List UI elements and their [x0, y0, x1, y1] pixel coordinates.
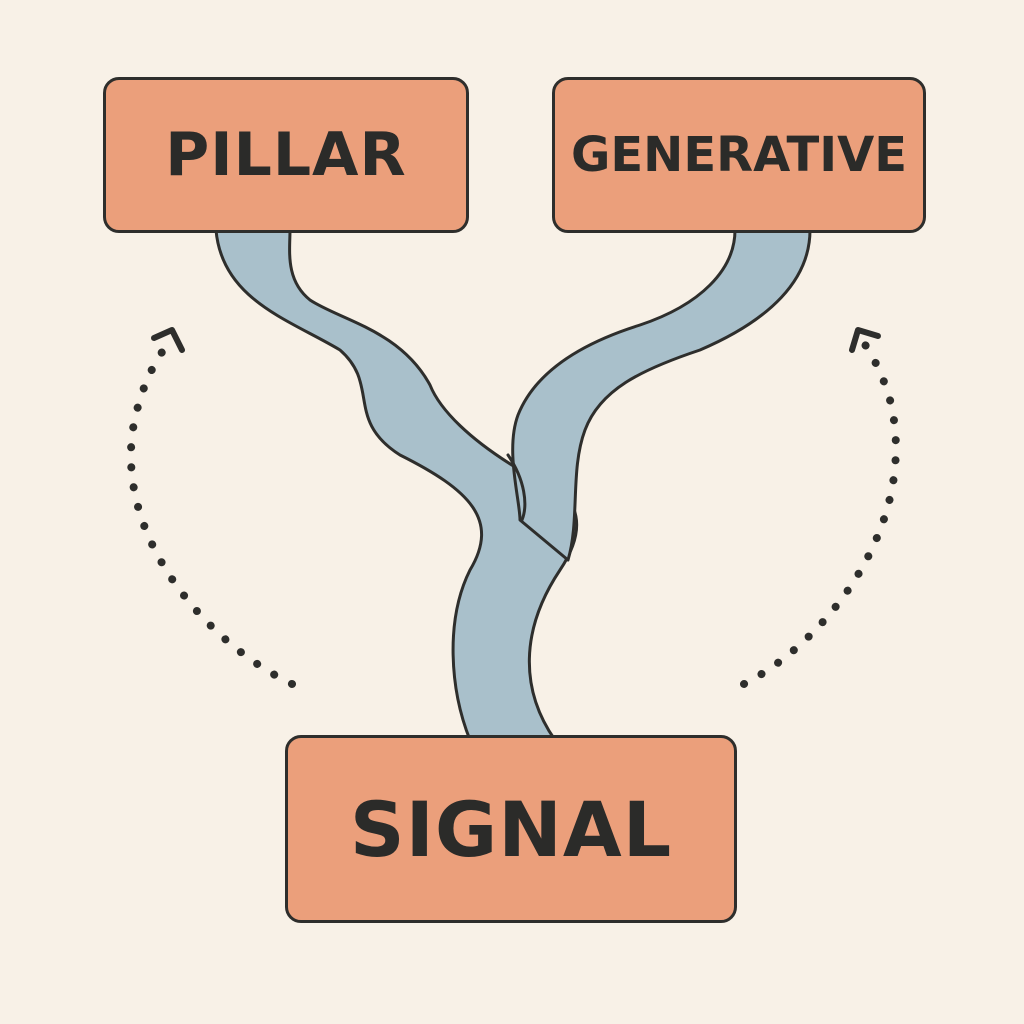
trunk-crease-line [506, 453, 527, 522]
node-signal: SIGNAL [285, 735, 737, 923]
arrowhead-icon [151, 327, 185, 353]
dotted-arrow-left [126, 336, 296, 688]
node-generative: GENERATIVE [552, 77, 926, 233]
arrowhead-icon [849, 327, 881, 353]
node-pillar: PILLAR [103, 77, 469, 233]
branch-right-connector [511, 228, 812, 562]
branch-left-connector [214, 228, 579, 742]
dotted-arrow-right [740, 336, 900, 688]
